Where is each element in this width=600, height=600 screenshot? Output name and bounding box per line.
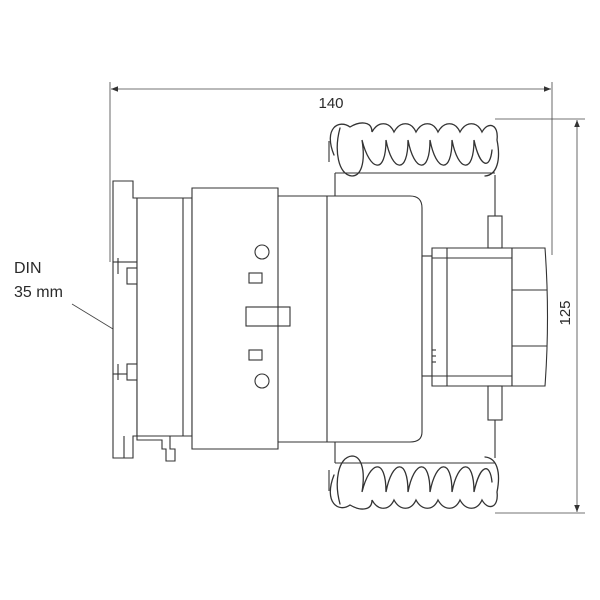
top-coil-cable [328,122,500,196]
upper-indicator-window [248,272,263,284]
lower-terminal-screw [254,373,270,389]
width-label: 140 [318,95,343,112]
main-body [191,187,423,450]
din-leader-line [71,303,114,330]
upper-terminal-screw [254,244,270,260]
mounting-bracket [112,180,201,462]
width-dimension: 140 [109,82,553,262]
height-dimension: 125 [495,118,585,514]
din-size-label: 35 mm [14,284,63,301]
height-label: 125 [557,300,574,325]
auxiliary-module [421,175,549,458]
lower-indicator-window [248,349,263,361]
bottom-coil-cable [328,442,500,510]
label-plate [245,306,291,327]
din-annotation: DIN 35 mm [14,260,114,330]
din-label: DIN [14,260,42,277]
